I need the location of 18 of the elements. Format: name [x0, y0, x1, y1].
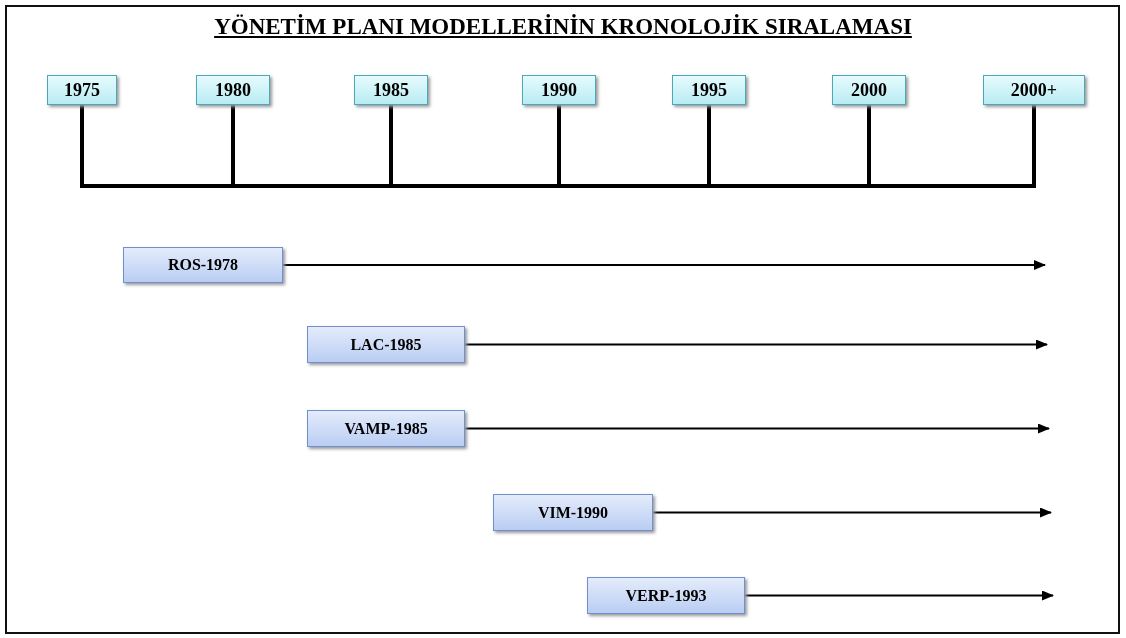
year-box: 1995	[672, 75, 746, 105]
model-box: VERP-1993	[587, 577, 745, 614]
model-box: VIM-1990	[493, 494, 653, 531]
year-box: 1975	[47, 75, 117, 105]
year-box: 2000+	[983, 75, 1085, 105]
arrow	[464, 339, 1048, 350]
arrow	[282, 260, 1046, 270]
diagram-title: YÖNETİM PLANI MODELLERİNİN KRONOLOJİK SIRALAMASI	[213, 14, 913, 40]
year-box: 1990	[522, 75, 596, 105]
model-box: LAC-1985	[307, 326, 465, 363]
year-box: 2000	[832, 75, 906, 105]
year-box: 1985	[354, 75, 428, 105]
model-box: VAMP-1985	[307, 410, 465, 447]
model-box: ROS-1978	[123, 247, 283, 283]
arrow	[652, 507, 1052, 518]
arrow	[744, 590, 1054, 601]
year-box: 1980	[196, 75, 270, 105]
arrow	[464, 423, 1050, 434]
